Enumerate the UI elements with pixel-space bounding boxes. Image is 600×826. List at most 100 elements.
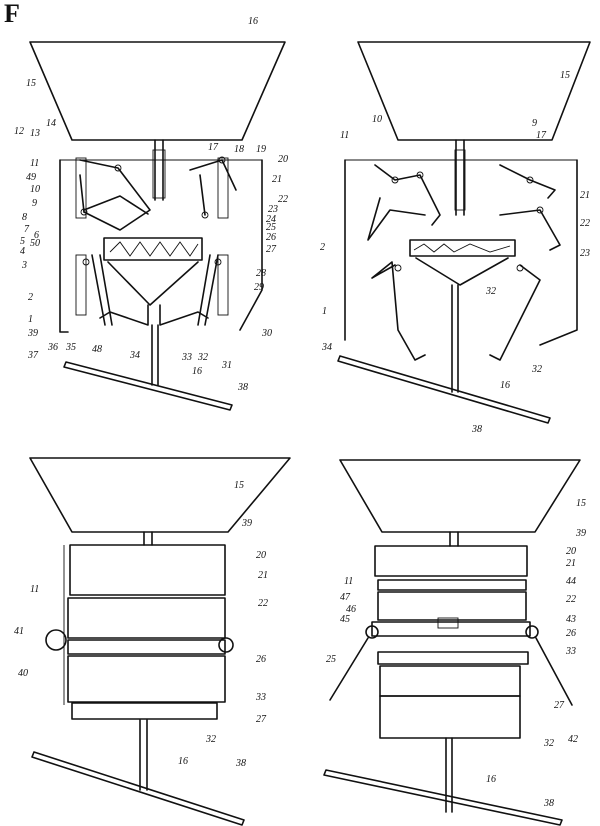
label: 27 (256, 714, 267, 725)
label: 17 (536, 130, 547, 141)
label: 30 (261, 328, 272, 339)
base-plate-tr (337, 355, 551, 424)
label: 31 (221, 360, 232, 371)
label: 32 (531, 364, 542, 375)
label: 38 (471, 424, 482, 435)
label: 50 (30, 238, 40, 249)
label: 15 (234, 480, 244, 491)
tray-tr (409, 239, 516, 257)
label: 34 (321, 342, 332, 353)
label: 38 (237, 382, 248, 393)
frame-tl-left (59, 159, 69, 333)
label: 19 (256, 144, 266, 155)
label: 38 (235, 758, 246, 769)
label: 16 (486, 774, 496, 785)
sheet-corner-mark: F (4, 0, 20, 28)
label: 26 (566, 628, 576, 639)
label: 14 (46, 118, 56, 129)
label: 39 (241, 518, 252, 529)
label: 11 (30, 158, 39, 169)
label: 13 (30, 128, 40, 139)
label: 20 (566, 546, 576, 557)
label: 39 (575, 528, 586, 539)
label: 26 (266, 232, 276, 243)
label: 2 (28, 292, 33, 303)
label: 27 (554, 700, 565, 711)
label: 40 (18, 668, 28, 679)
label: 17 (208, 142, 219, 153)
hopper-15-tr (357, 41, 591, 141)
label: 38 (543, 798, 554, 809)
label: 22 (566, 594, 576, 605)
label: 16 (178, 756, 188, 767)
label: 15 (26, 78, 36, 89)
label: 33 (181, 352, 192, 363)
hopper-15-tl (29, 41, 286, 141)
hopper-15-br (339, 459, 581, 533)
label: 20 (278, 154, 288, 165)
label: 47 (340, 592, 351, 603)
disc-20-br (374, 545, 528, 577)
label: 16 (500, 380, 510, 391)
label: 10 (372, 114, 382, 125)
label: 8 (22, 212, 27, 223)
label: 39 (27, 328, 38, 339)
label: 34 (129, 350, 140, 361)
label: 29 (254, 282, 264, 293)
base-plate-br (323, 769, 563, 826)
label: 46 (346, 604, 356, 615)
figure-top-right (337, 41, 591, 424)
base-plate-tl (63, 361, 233, 411)
label: 4 (20, 246, 25, 257)
labels-top-left: 16 15 14 13 12 11 49 10 9 8 7 6 5 50 4 3… (14, 16, 288, 393)
label: 35 (65, 342, 76, 353)
label: 22 (278, 194, 288, 205)
label: 27 (266, 244, 277, 255)
label: 2 (320, 242, 325, 253)
label: 25 (266, 222, 276, 233)
label: 16 (248, 16, 258, 27)
label: 49 (26, 172, 36, 183)
label: 23 (580, 248, 590, 259)
label: 36 (47, 342, 58, 353)
label: 11 (340, 130, 349, 141)
tray-tl (103, 237, 203, 261)
label: 18 (234, 144, 244, 155)
disc-32-br (379, 695, 521, 739)
disc-22-br (377, 591, 527, 621)
label: 37 (27, 350, 39, 361)
label: 33 (565, 646, 576, 657)
label: 43 (566, 614, 576, 625)
label: 21 (580, 190, 590, 201)
label: 9 (532, 118, 537, 129)
label: 24 (266, 214, 276, 225)
hopper-15-bl (29, 457, 291, 533)
disc-32-bl (71, 702, 218, 720)
label: 33 (255, 692, 266, 703)
label: 12 (14, 126, 24, 137)
labels-bottom-right: 15 39 20 21 11 44 47 46 45 22 43 26 25 3… (326, 498, 586, 809)
label: 15 (576, 498, 586, 509)
label: 28 (256, 268, 266, 279)
label: 6 (34, 230, 39, 241)
label: 32 (205, 734, 216, 745)
label: 45 (340, 614, 350, 625)
label: 11 (344, 576, 353, 587)
labels-top-right: 15 10 11 9 17 21 22 23 2 1 34 32 16 32 3… (320, 70, 590, 435)
label: 32 (485, 286, 496, 297)
label: 32 (197, 352, 208, 363)
disc-22-bl (67, 597, 226, 639)
label: 16 (192, 366, 202, 377)
labels-bottom-left: 15 39 20 21 11 22 41 40 26 33 27 32 16 3… (14, 480, 268, 769)
disc-20-bl (69, 544, 226, 596)
label: 26 (256, 654, 266, 665)
disc-27-bl (67, 655, 226, 703)
label: 10 (30, 184, 40, 195)
label: 48 (92, 344, 102, 355)
label: 7 (24, 224, 30, 235)
label: 42 (568, 734, 578, 745)
label: 44 (566, 576, 576, 587)
label: 20 (256, 550, 266, 561)
frame-tl-right (239, 159, 263, 331)
